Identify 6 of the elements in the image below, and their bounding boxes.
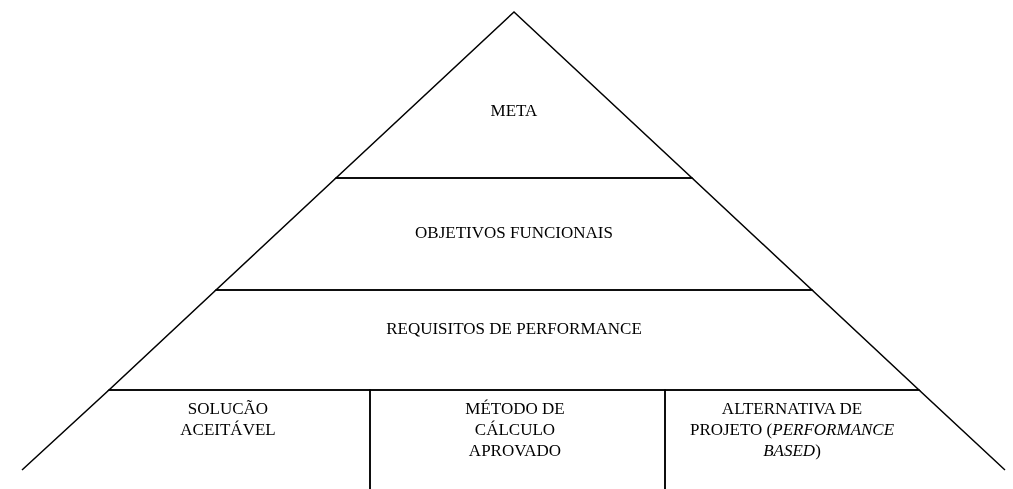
- tier-label: OBJETIVOS FUNCIONAIS: [414, 222, 614, 243]
- tier-label: ALTERNATIVA DE PROJETO (PERFORMANCE BASED): [689, 398, 895, 461]
- tier-label: REQUISITOS DE PERFORMANCE: [385, 318, 643, 339]
- tier-label: SOLUCÃO ACEITÁVEL: [179, 398, 277, 440]
- tier-label: MÉTODO DE CÁLCULO APROVADO: [464, 398, 566, 461]
- tier-label: META: [489, 100, 539, 121]
